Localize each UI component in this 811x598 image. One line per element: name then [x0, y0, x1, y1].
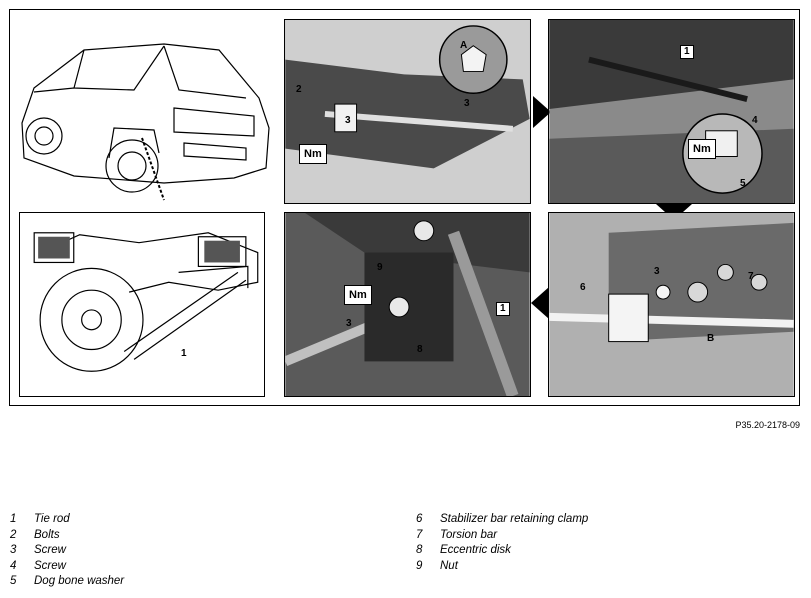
callout-tie-rod-1: 1	[680, 45, 694, 59]
arrow-left-icon	[531, 287, 549, 319]
callout-screw-3-panel5: 3	[654, 266, 660, 277]
panel-stabilizer-clamp-drawing	[549, 213, 794, 396]
callout-A: A	[460, 40, 468, 51]
torque-badge-panel4: Nm	[344, 285, 372, 305]
photo-panel-bolts	[284, 19, 531, 204]
callout-eccentric-disk-8: 8	[417, 344, 423, 355]
callout-screw-4: 4	[752, 115, 758, 126]
torque-badge-panel3: Nm	[688, 139, 716, 159]
figure-code: P35.20-2178-09	[735, 420, 800, 430]
photo-panel-tie-rod	[548, 19, 795, 204]
panel-tie-rod-drawing	[549, 20, 794, 203]
panel-bolts-drawing	[285, 20, 530, 203]
callout-car-detail-1: 1	[181, 348, 187, 359]
callout-tie-rod-1-panel4: 1	[496, 302, 510, 316]
panel-eccentric-disk-drawing	[285, 213, 530, 396]
callout-bolts-2: 2	[296, 84, 302, 95]
car-overview-illustration	[14, 28, 276, 208]
arrow-right-icon	[533, 96, 551, 128]
car-drawing	[21, 43, 270, 201]
callout-dog-bone-washer-5: 5	[740, 178, 746, 189]
torque-badge-panel2: Nm	[299, 144, 327, 164]
photo-panel-stabilizer-clamp	[548, 212, 795, 397]
suspension-drawing	[33, 232, 259, 372]
callout-torsion-bar-7: 7	[748, 271, 754, 282]
callout-screw-3: 3	[345, 115, 351, 126]
callout-nut-9: 9	[377, 262, 383, 273]
callout-screw-3-panel4: 3	[346, 318, 352, 329]
suspension-detail-illustration	[19, 212, 265, 397]
callout-B: B	[707, 333, 715, 344]
callout-zoom-screw-3: 3	[464, 98, 470, 109]
callout-clamp-6: 6	[580, 282, 586, 293]
photo-panel-eccentric-disk	[284, 212, 531, 397]
